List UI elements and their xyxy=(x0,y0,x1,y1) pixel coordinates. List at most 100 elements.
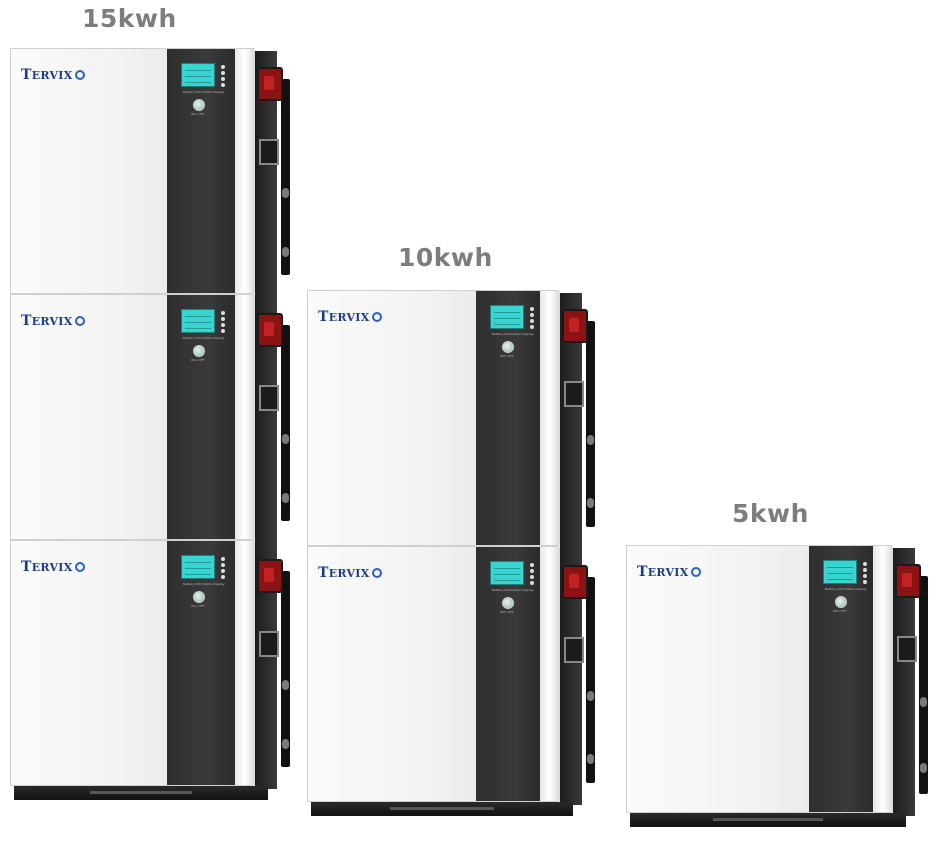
control-panel xyxy=(476,547,540,801)
brand-ring-icon xyxy=(74,70,85,80)
wall-bracket xyxy=(586,577,595,783)
wall-bracket xyxy=(281,79,290,275)
brand-ring-icon xyxy=(74,316,85,326)
stack-base xyxy=(14,786,268,800)
brand-logo: TERVIX xyxy=(637,564,701,580)
mounting-hole xyxy=(587,498,594,508)
power-caption: ON / OFF xyxy=(500,610,514,614)
power-button[interactable] xyxy=(502,341,514,353)
mounting-hole xyxy=(587,691,594,701)
communication-port xyxy=(259,385,279,411)
status-leds xyxy=(221,65,225,89)
side-panel xyxy=(560,293,582,549)
power-connector xyxy=(895,564,921,598)
side-panel xyxy=(560,549,582,805)
brand-rest: ERVIX xyxy=(31,315,73,328)
brand-logo: TERVIX xyxy=(21,313,85,329)
communication-port xyxy=(564,637,584,663)
power-caption: ON / OFF xyxy=(191,358,205,362)
display-caption: Battery Information Display xyxy=(825,587,867,591)
battery-stack-5kwh: TERVIX Battery Information Display ON / OF… xyxy=(626,545,936,835)
brand-ring-icon xyxy=(690,567,701,577)
mounting-hole xyxy=(587,754,594,764)
side-panel xyxy=(255,543,277,789)
side-panel xyxy=(255,51,277,297)
lcd-display xyxy=(823,560,857,584)
communication-port xyxy=(259,631,279,657)
lcd-display xyxy=(181,63,215,87)
power-connector xyxy=(562,309,588,343)
power-button[interactable] xyxy=(835,596,847,608)
lcd-display xyxy=(181,309,215,333)
side-panel xyxy=(893,548,915,816)
power-caption: ON / OFF xyxy=(500,354,514,358)
power-connector xyxy=(257,559,283,593)
front-panel xyxy=(11,541,167,785)
status-leds xyxy=(863,562,867,586)
edge-strip xyxy=(873,546,893,812)
wall-bracket xyxy=(281,325,290,521)
lcd-display xyxy=(181,555,215,579)
power-button[interactable] xyxy=(193,345,205,357)
capacity-label-5kwh: 5kwh xyxy=(732,499,809,528)
brand-initial: T xyxy=(637,564,648,580)
battery-module: TERVIX Battery Information Display ON / OF… xyxy=(10,540,290,789)
capacity-label-15kwh: 15kwh xyxy=(82,4,177,33)
power-connector xyxy=(257,313,283,347)
communication-port xyxy=(259,139,279,165)
front-panel xyxy=(11,49,167,293)
edge-strip xyxy=(235,295,255,539)
lcd-display xyxy=(490,561,524,585)
power-button[interactable] xyxy=(502,597,514,609)
power-caption: ON / OFF xyxy=(833,609,847,613)
brand-logo: TERVIX xyxy=(21,559,85,575)
control-panel xyxy=(167,295,235,539)
display-caption: Battery Information Display xyxy=(183,90,225,94)
wall-bracket xyxy=(919,576,928,794)
status-leds xyxy=(221,311,225,335)
capacity-label-10kwh: 10kwh xyxy=(398,243,493,272)
power-button[interactable] xyxy=(193,99,205,111)
front-panel xyxy=(627,546,809,812)
status-leds xyxy=(221,557,225,581)
control-panel xyxy=(809,546,873,812)
stack-base xyxy=(630,813,906,827)
mounting-hole xyxy=(587,435,594,445)
brand-ring-icon xyxy=(371,312,382,322)
front-panel xyxy=(308,547,476,801)
brand-rest: ERVIX xyxy=(328,567,370,580)
brand-logo: TERVIX xyxy=(318,309,382,325)
control-panel xyxy=(167,49,235,293)
brand-initial: T xyxy=(318,309,329,325)
brand-logo: TERVIX xyxy=(318,565,382,581)
brand-rest: ERVIX xyxy=(31,561,73,574)
battery-module: TERVIX Battery Information Display ON / OF… xyxy=(626,545,928,816)
control-panel xyxy=(476,291,540,545)
brand-rest: ERVIX xyxy=(647,566,689,579)
wall-bracket xyxy=(281,571,290,767)
status-leds xyxy=(530,307,534,331)
power-button[interactable] xyxy=(193,591,205,603)
power-caption: ON / OFF xyxy=(191,112,205,116)
battery-module: TERVIX Battery Information Display ON / OF… xyxy=(307,290,595,549)
display-caption: Battery Information Display xyxy=(183,336,225,340)
brand-rest: ERVIX xyxy=(328,311,370,324)
display-caption: Battery Information Display xyxy=(492,332,534,336)
control-panel xyxy=(167,541,235,785)
power-caption: ON / OFF xyxy=(191,604,205,608)
mounting-hole xyxy=(282,493,289,503)
mounting-hole xyxy=(282,739,289,749)
edge-strip xyxy=(235,49,255,293)
brand-ring-icon xyxy=(371,568,382,578)
stack-base xyxy=(311,802,573,816)
communication-port xyxy=(897,636,917,662)
front-panel xyxy=(11,295,167,539)
wall-bracket xyxy=(586,321,595,527)
brand-initial: T xyxy=(21,67,32,83)
display-caption: Battery Information Display xyxy=(183,582,225,586)
power-connector xyxy=(562,565,588,599)
edge-strip xyxy=(235,541,255,785)
brand-ring-icon xyxy=(74,562,85,572)
